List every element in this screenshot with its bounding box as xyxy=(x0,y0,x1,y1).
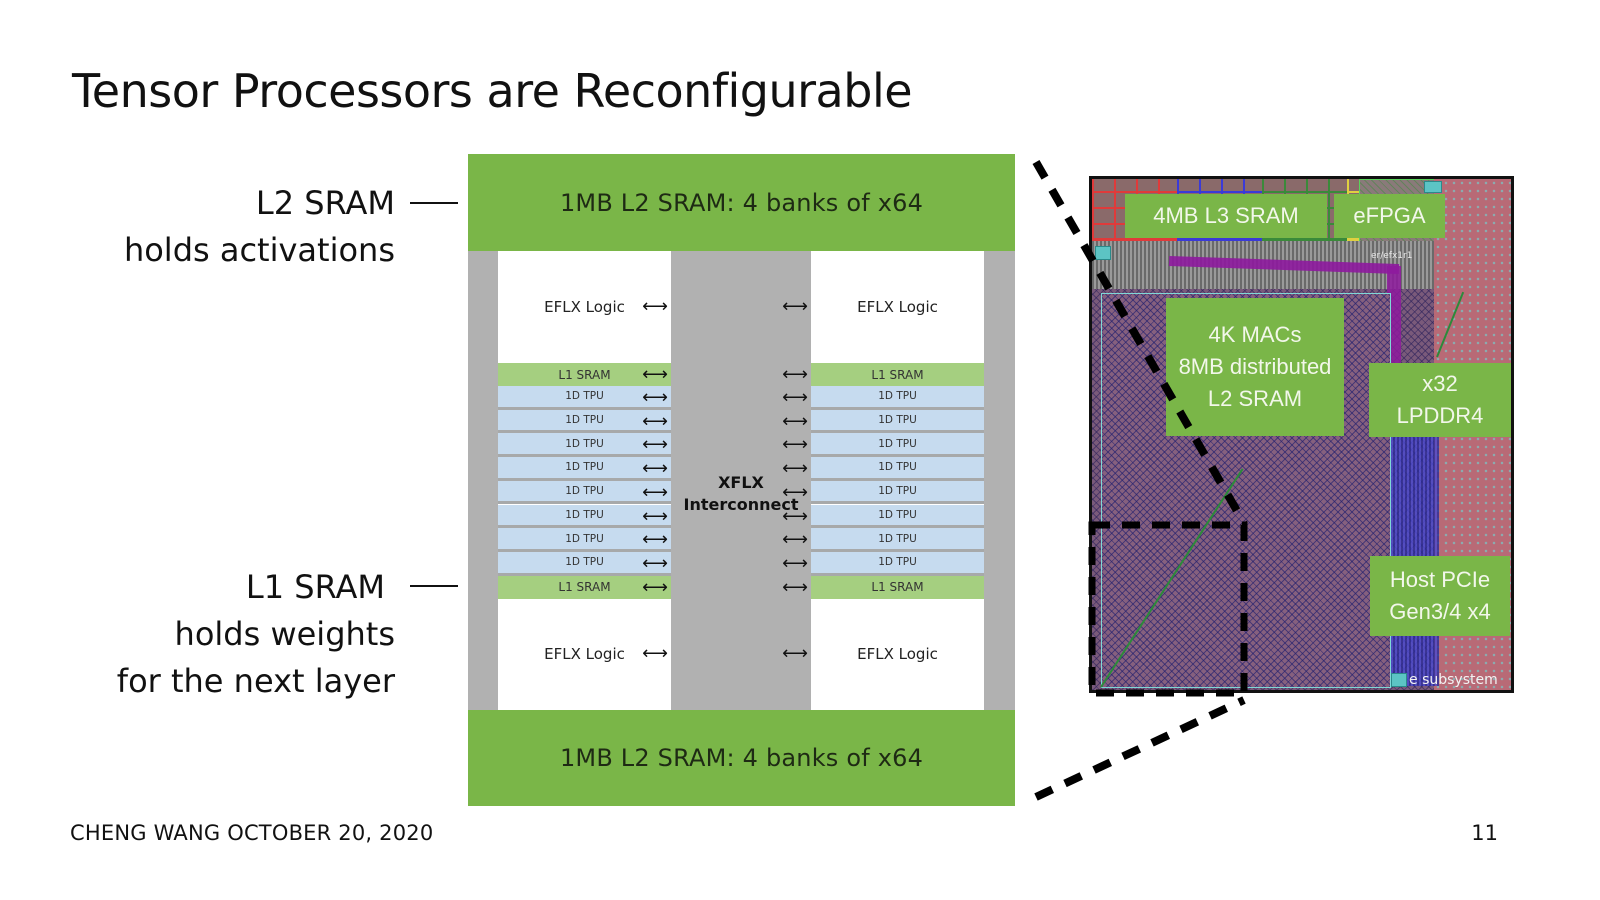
bidirectional-arrow-icon: ⟷ xyxy=(642,410,668,432)
tpu-row: 1D TPU xyxy=(498,504,671,529)
l1-callout-desc: holds weights xyxy=(174,615,395,653)
eflx-logic-bottom-left: EFLX Logic xyxy=(544,645,625,663)
xflx-interconnect-label: XFLX Interconnect xyxy=(641,472,841,516)
bidirectional-arrow-icon: ⟷ xyxy=(782,296,808,317)
l1-callout-leader xyxy=(410,585,458,587)
xflx-subtitle: Interconnect xyxy=(683,495,799,514)
bidirectional-arrow-icon: ⟷ xyxy=(782,364,808,385)
xflx-title: XFLX xyxy=(718,473,764,492)
tpu-row: 1D TPU xyxy=(498,386,671,410)
l2-sram-bottom: 1MB L2 SRAM: 4 banks of x64 xyxy=(468,710,1015,806)
l1-callout-title: L1 SRAM xyxy=(245,568,385,606)
tpu-row: 1D TPU xyxy=(811,409,984,434)
pcie-label: Host PCIe Gen3/4 x4 xyxy=(1370,556,1510,636)
tpu-row: 1D TPU xyxy=(498,551,671,576)
tpu-row: 1D TPU xyxy=(498,409,671,434)
subsystem-tag: e subsystem xyxy=(1409,672,1498,688)
efpga-label: eFPGA xyxy=(1334,194,1445,238)
die-pad xyxy=(1424,181,1442,193)
mac-array-line3: L2 SRAM xyxy=(1207,386,1303,411)
slide-title: Tensor Processors are Reconfigurable xyxy=(72,64,913,118)
l1-sram-row: L1 SRAM xyxy=(811,575,984,599)
bidirectional-arrow-icon: ⟷ xyxy=(642,576,668,598)
tpu-row: 1D TPU xyxy=(811,457,984,481)
eflx-logic-top-right: EFLX Logic xyxy=(857,298,938,316)
tpu-row: 1D TPU xyxy=(811,433,984,458)
bidirectional-arrow-icon: ⟷ xyxy=(782,505,808,527)
bidirectional-arrow-icon: ⟷ xyxy=(782,387,808,408)
l2-callout-leader xyxy=(410,202,458,204)
bidirectional-arrow-icon: ⟷ xyxy=(642,458,668,480)
bidirectional-arrow-icon: ⟷ xyxy=(782,576,808,598)
l2-callout: L2 SRAM holds activations xyxy=(124,180,395,274)
footer-author-date: CHENG WANG OCTOBER 20, 2020 xyxy=(70,821,434,845)
bidirectional-arrow-icon: ⟷ xyxy=(642,481,668,503)
l3-sram-label: 4MB L3 SRAM xyxy=(1125,194,1327,238)
right-tpu-column: EFLX Logic L1 SRAM 1D TPU 1D TPU 1D TPU … xyxy=(811,251,984,710)
bidirectional-arrow-icon: ⟷ xyxy=(782,434,808,456)
eflx-logic-top-left: EFLX Logic xyxy=(544,298,625,316)
tpu-row: 1D TPU xyxy=(498,528,671,552)
die-pad xyxy=(1095,246,1111,260)
tpu-row: 1D TPU xyxy=(811,504,984,529)
tpu-row: 1D TPU xyxy=(498,457,671,481)
mac-array-line2: 8MB distributed xyxy=(1178,354,1332,379)
bidirectional-arrow-icon: ⟷ xyxy=(782,529,808,551)
lpddr-line2: LPDDR4 xyxy=(1396,403,1484,428)
bidirectional-arrow-icon: ⟷ xyxy=(642,364,668,385)
bidirectional-arrow-icon: ⟷ xyxy=(642,505,668,527)
efx-tag: er/efx1r1 xyxy=(1371,251,1413,261)
bidirectional-arrow-icon: ⟷ xyxy=(642,434,668,456)
l2-sram-top: 1MB L2 SRAM: 4 banks of x64 xyxy=(468,154,1015,251)
page-number: 11 xyxy=(1471,821,1498,845)
lpddr-label: x32 LPDDR4 xyxy=(1369,363,1511,437)
tpu-row: 1D TPU xyxy=(811,528,984,552)
pcie-line2: Gen3/4 x4 xyxy=(1389,599,1491,624)
tensor-processor-block-diagram: 1MB L2 SRAM: 4 banks of x64 EFLX Logic L… xyxy=(468,154,1015,806)
l1-callout: L1 SRAM holds weights for the next layer xyxy=(117,564,395,705)
lpddr-line1: x32 xyxy=(1422,371,1458,396)
bidirectional-arrow-icon: ⟷ xyxy=(642,552,668,574)
pcie-line1: Host PCIe xyxy=(1389,567,1491,592)
l2-callout-desc: holds activations xyxy=(123,231,395,269)
die-photo: 4MB L3 SRAM eFPGA er/efx1r1 4K MACs 8MB … xyxy=(1089,176,1514,693)
tpu-row: 1D TPU xyxy=(498,433,671,458)
tpu-row: 1D TPU xyxy=(811,480,984,505)
bidirectional-arrow-icon: ⟷ xyxy=(782,643,808,664)
l1-sram-row: L1 SRAM xyxy=(811,363,984,386)
bidirectional-arrow-icon: ⟷ xyxy=(782,410,808,432)
bidirectional-arrow-icon: ⟷ xyxy=(642,529,668,551)
tpu-row: 1D TPU xyxy=(498,480,671,505)
bidirectional-arrow-icon: ⟷ xyxy=(642,296,668,317)
l2-callout-title: L2 SRAM xyxy=(255,184,395,222)
left-tpu-column: EFLX Logic L1 SRAM 1D TPU 1D TPU 1D TPU … xyxy=(498,251,671,710)
bidirectional-arrow-icon: ⟷ xyxy=(782,458,808,480)
bidirectional-arrow-icon: ⟷ xyxy=(782,552,808,574)
l1-sram-row: L1 SRAM xyxy=(498,363,671,386)
bidirectional-arrow-icon: ⟷ xyxy=(642,643,668,664)
l1-sram-row: L1 SRAM xyxy=(498,575,671,599)
die-pad xyxy=(1391,673,1407,687)
tpu-row: 1D TPU xyxy=(811,386,984,410)
bidirectional-arrow-icon: ⟷ xyxy=(642,387,668,408)
eflx-logic-bottom-right: EFLX Logic xyxy=(857,645,938,663)
bidirectional-arrow-icon: ⟷ xyxy=(782,481,808,503)
tpu-row: 1D TPU xyxy=(811,551,984,576)
zoom-line-bottom xyxy=(1034,696,1246,801)
mac-array-label: 4K MACs 8MB distributed L2 SRAM xyxy=(1166,298,1344,436)
mac-array-line1: 4K MACs xyxy=(1208,322,1302,347)
l1-callout-desc-2: for the next layer xyxy=(116,662,395,700)
